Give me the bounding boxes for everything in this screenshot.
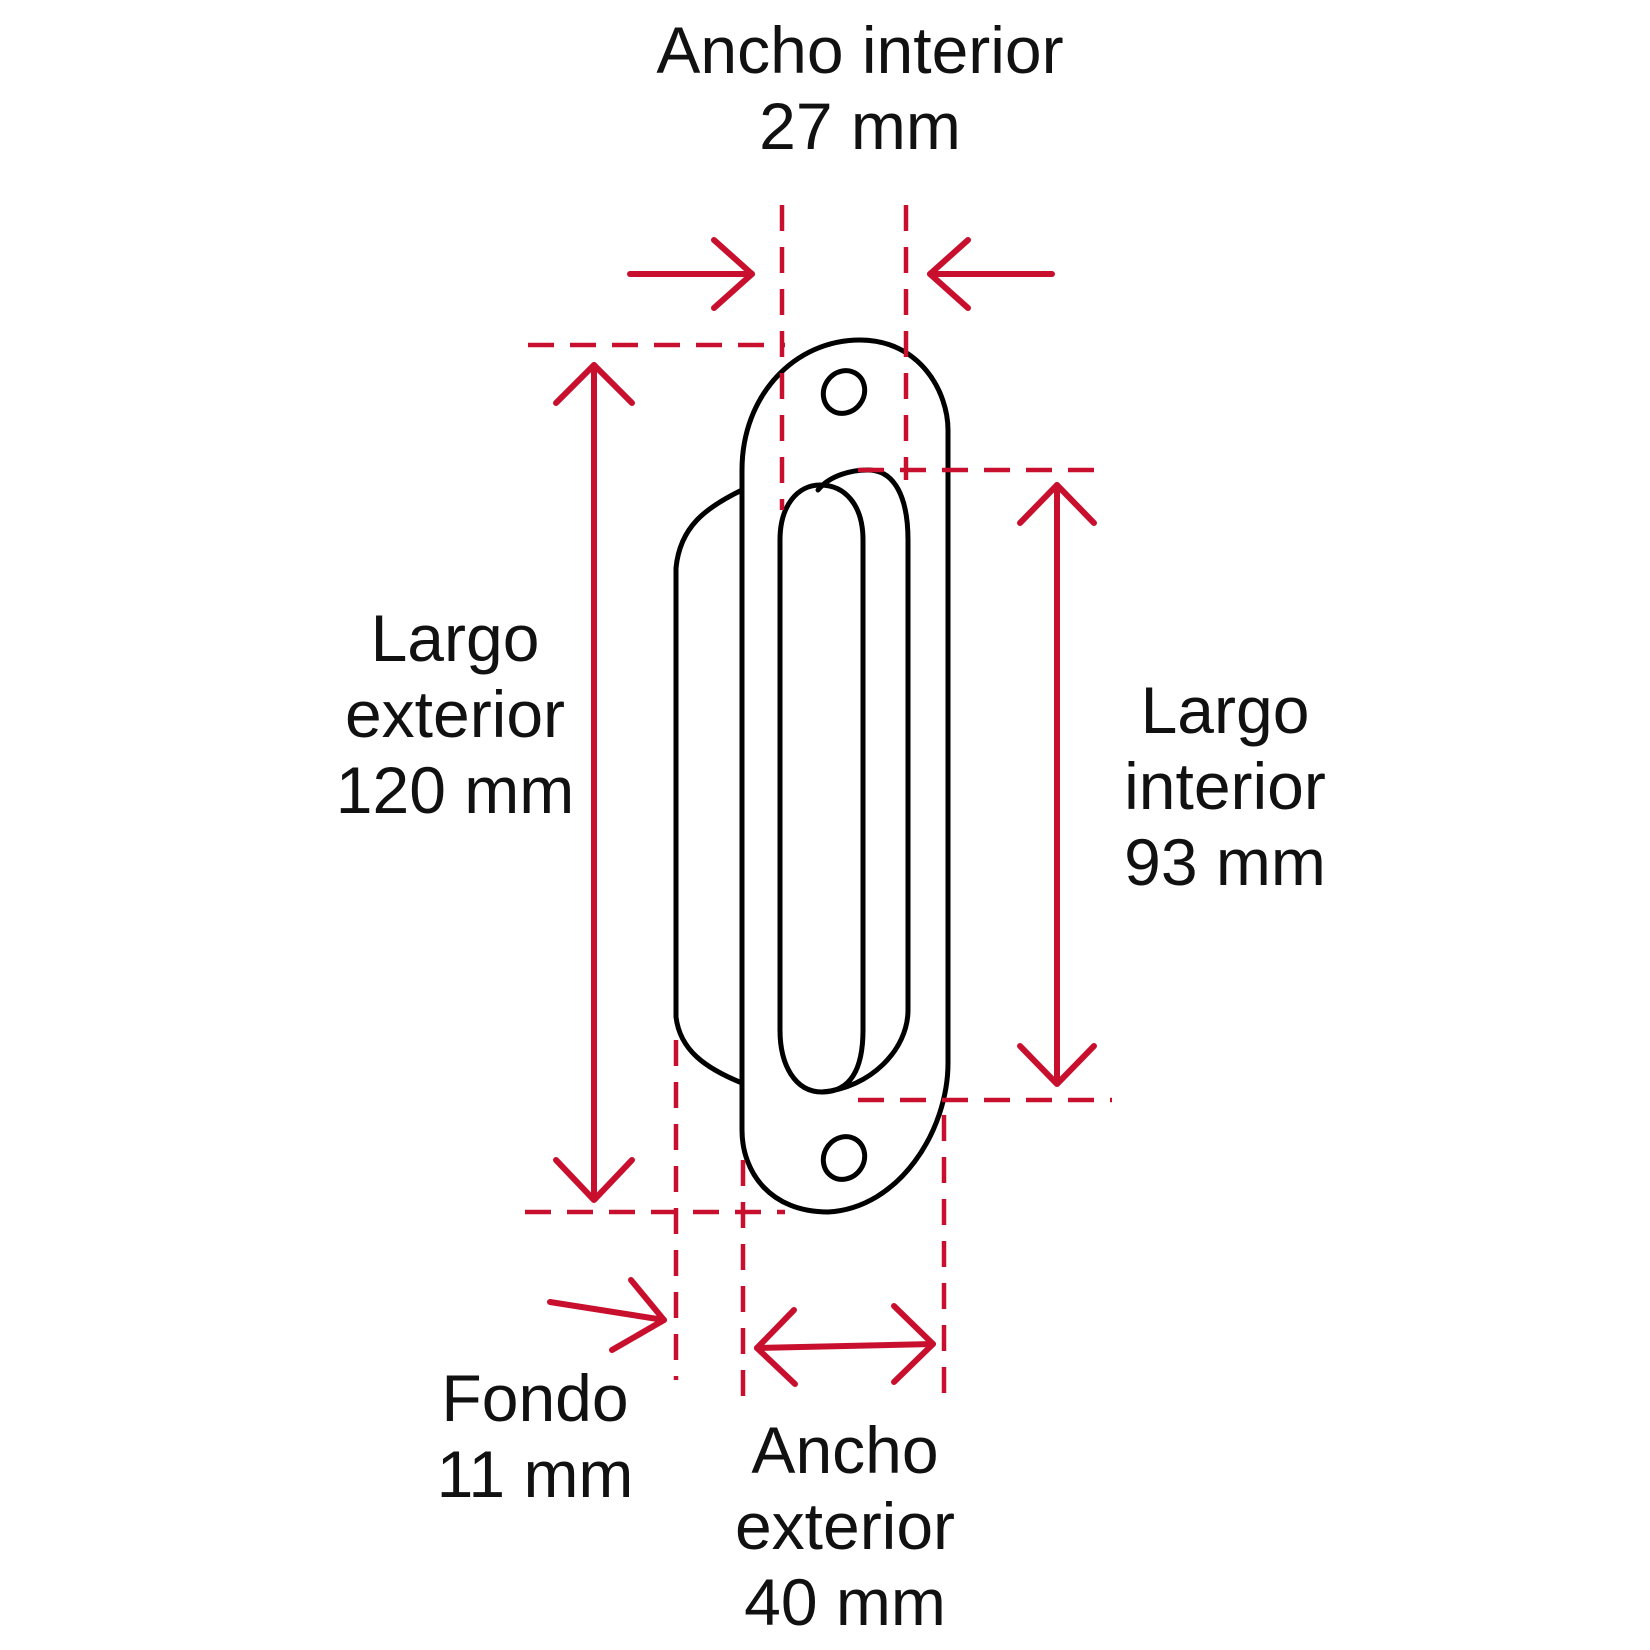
depth-arrow xyxy=(547,1277,667,1353)
largo-interior-title-1: Largo xyxy=(1140,673,1310,747)
ancho-exterior-title-2: exterior xyxy=(734,1489,956,1563)
int-width-right-arrow xyxy=(927,237,1055,311)
ancho-exterior-value: 40 mm xyxy=(744,1565,946,1639)
pull-side-depth xyxy=(673,487,745,1086)
ancho-exterior-label: Ancho exterior 40 mm xyxy=(710,1412,980,1640)
largo-interior-title-2: interior xyxy=(1124,749,1326,823)
bottom-screw-hole xyxy=(820,1134,868,1182)
fondo-label: Fondo 11 mm xyxy=(425,1360,645,1512)
door-pull-outline xyxy=(673,337,951,1215)
int-length-arrow xyxy=(1017,482,1097,1087)
top-screw-hole xyxy=(820,368,868,416)
ancho-interior-value: 27 mm xyxy=(759,89,961,163)
ancho-interior-title: Ancho interior xyxy=(656,13,1064,87)
largo-interior-label: Largo interior 93 mm xyxy=(1090,672,1360,900)
ext-length-arrow xyxy=(553,362,635,1203)
largo-exterior-label: Largo exterior 120 mm xyxy=(320,600,590,828)
largo-interior-value: 93 mm xyxy=(1124,825,1326,899)
ancho-interior-label: Ancho interior 27 mm xyxy=(655,12,1065,164)
int-width-left-arrow xyxy=(627,237,755,311)
largo-exterior-value: 120 mm xyxy=(335,753,575,827)
recess-back xyxy=(815,467,911,1095)
ext-width-arrow xyxy=(754,1303,936,1387)
dimension-guides xyxy=(525,205,1112,1400)
largo-exterior-title-1: Largo xyxy=(370,601,540,675)
fondo-title: Fondo xyxy=(441,1361,629,1435)
ancho-exterior-title-1: Ancho xyxy=(751,1413,939,1487)
fondo-value: 11 mm xyxy=(436,1437,634,1511)
dimension-arrows xyxy=(547,237,1097,1387)
recess-opening xyxy=(777,482,866,1095)
largo-exterior-title-2: exterior xyxy=(344,677,566,751)
pull-faceplate xyxy=(739,337,951,1215)
